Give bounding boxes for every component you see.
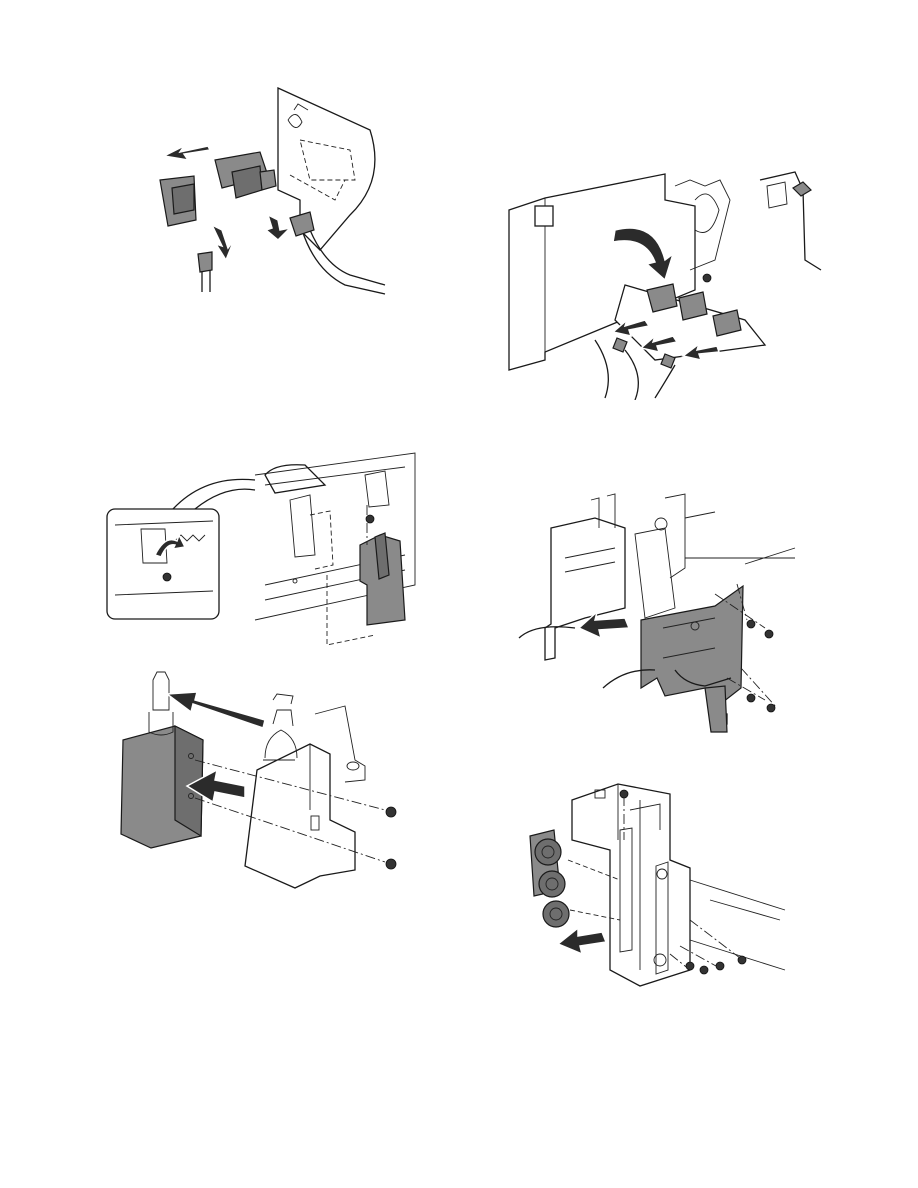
- figure-sensor-removal: [150, 80, 390, 295]
- sensor-removal-illustration: [150, 80, 390, 295]
- screw-icon: [703, 274, 711, 282]
- lever-unit-illustration: [105, 445, 420, 655]
- screw-icon: [767, 704, 775, 712]
- screw-icon: [738, 956, 746, 964]
- figure-lever-unit: [105, 445, 420, 655]
- figure-sensor-bracket: [505, 170, 825, 400]
- figure-solenoid: [115, 670, 415, 895]
- screw-icon: [386, 859, 396, 869]
- solenoid-illustration: [115, 670, 415, 895]
- figure-roller-unit: [520, 770, 795, 995]
- screw-icon: [700, 966, 708, 974]
- screw-icon: [620, 790, 628, 798]
- frame-slot: [535, 206, 553, 226]
- roller-unit-illustration: [520, 770, 795, 995]
- side-plate-illustration: [515, 488, 805, 738]
- screw-icon: [747, 694, 755, 702]
- screw-icon: [366, 515, 374, 523]
- screw-icon: [686, 962, 694, 970]
- sensor-bracket-illustration: [505, 170, 825, 400]
- screw-icon: [765, 630, 773, 638]
- screw-icon: [163, 573, 171, 581]
- screw-icon: [716, 962, 724, 970]
- screw-icon: [747, 620, 755, 628]
- inset-detail: [107, 509, 219, 619]
- screw-icon: [386, 807, 396, 817]
- figure-side-plate: [515, 488, 805, 738]
